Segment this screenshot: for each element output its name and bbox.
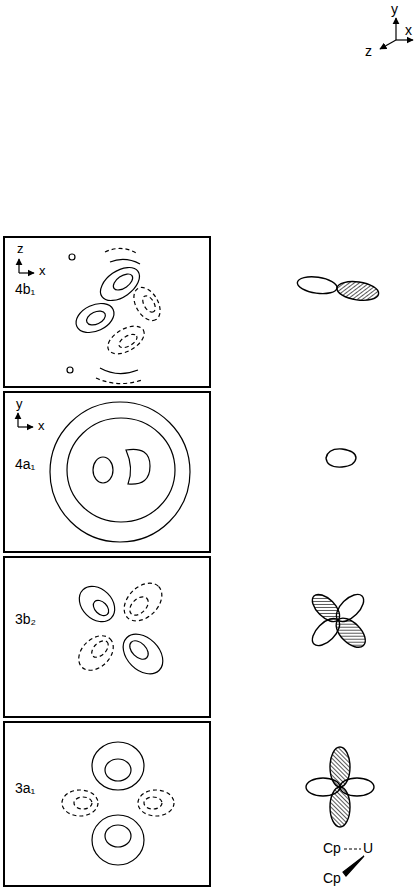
axis-label: x <box>39 264 46 278</box>
contour-panel: 3a₁ <box>3 721 211 887</box>
orbital-label: 4b₁ <box>15 282 35 297</box>
contour-4a1 <box>50 402 190 542</box>
axis-label: y <box>391 2 398 17</box>
contour-panel: 3b₂ <box>3 556 211 718</box>
atom-label: Cp <box>323 871 341 886</box>
axis-label: x <box>405 23 412 38</box>
orbital-label: 3a₁ <box>15 781 35 796</box>
lobe-sketch-3a1 <box>306 747 374 827</box>
orbital-label: 3b₂ <box>15 612 36 627</box>
contour-panel: y x 4a₁ <box>3 391 211 553</box>
lobe-sketch-4b1 <box>296 275 380 303</box>
axis-label: z <box>17 242 24 256</box>
contour-panel: z x 4b₁ <box>3 236 211 388</box>
axis-label: x <box>38 419 45 433</box>
axis-label: z <box>365 44 372 59</box>
lobe-sketch-3b2 <box>308 590 371 653</box>
atom-label: U <box>363 841 373 856</box>
atom-label: Cp <box>323 841 341 856</box>
contour-3a1 <box>62 742 174 865</box>
axis-arrows <box>380 18 413 49</box>
orbital-label: 4a₁ <box>15 457 35 472</box>
axis-label: y <box>16 397 23 411</box>
contour-3b2 <box>72 576 171 682</box>
bond-lines <box>343 849 364 876</box>
lobe-sketch-4a1 <box>326 449 356 467</box>
contour-4b1 <box>67 248 166 383</box>
